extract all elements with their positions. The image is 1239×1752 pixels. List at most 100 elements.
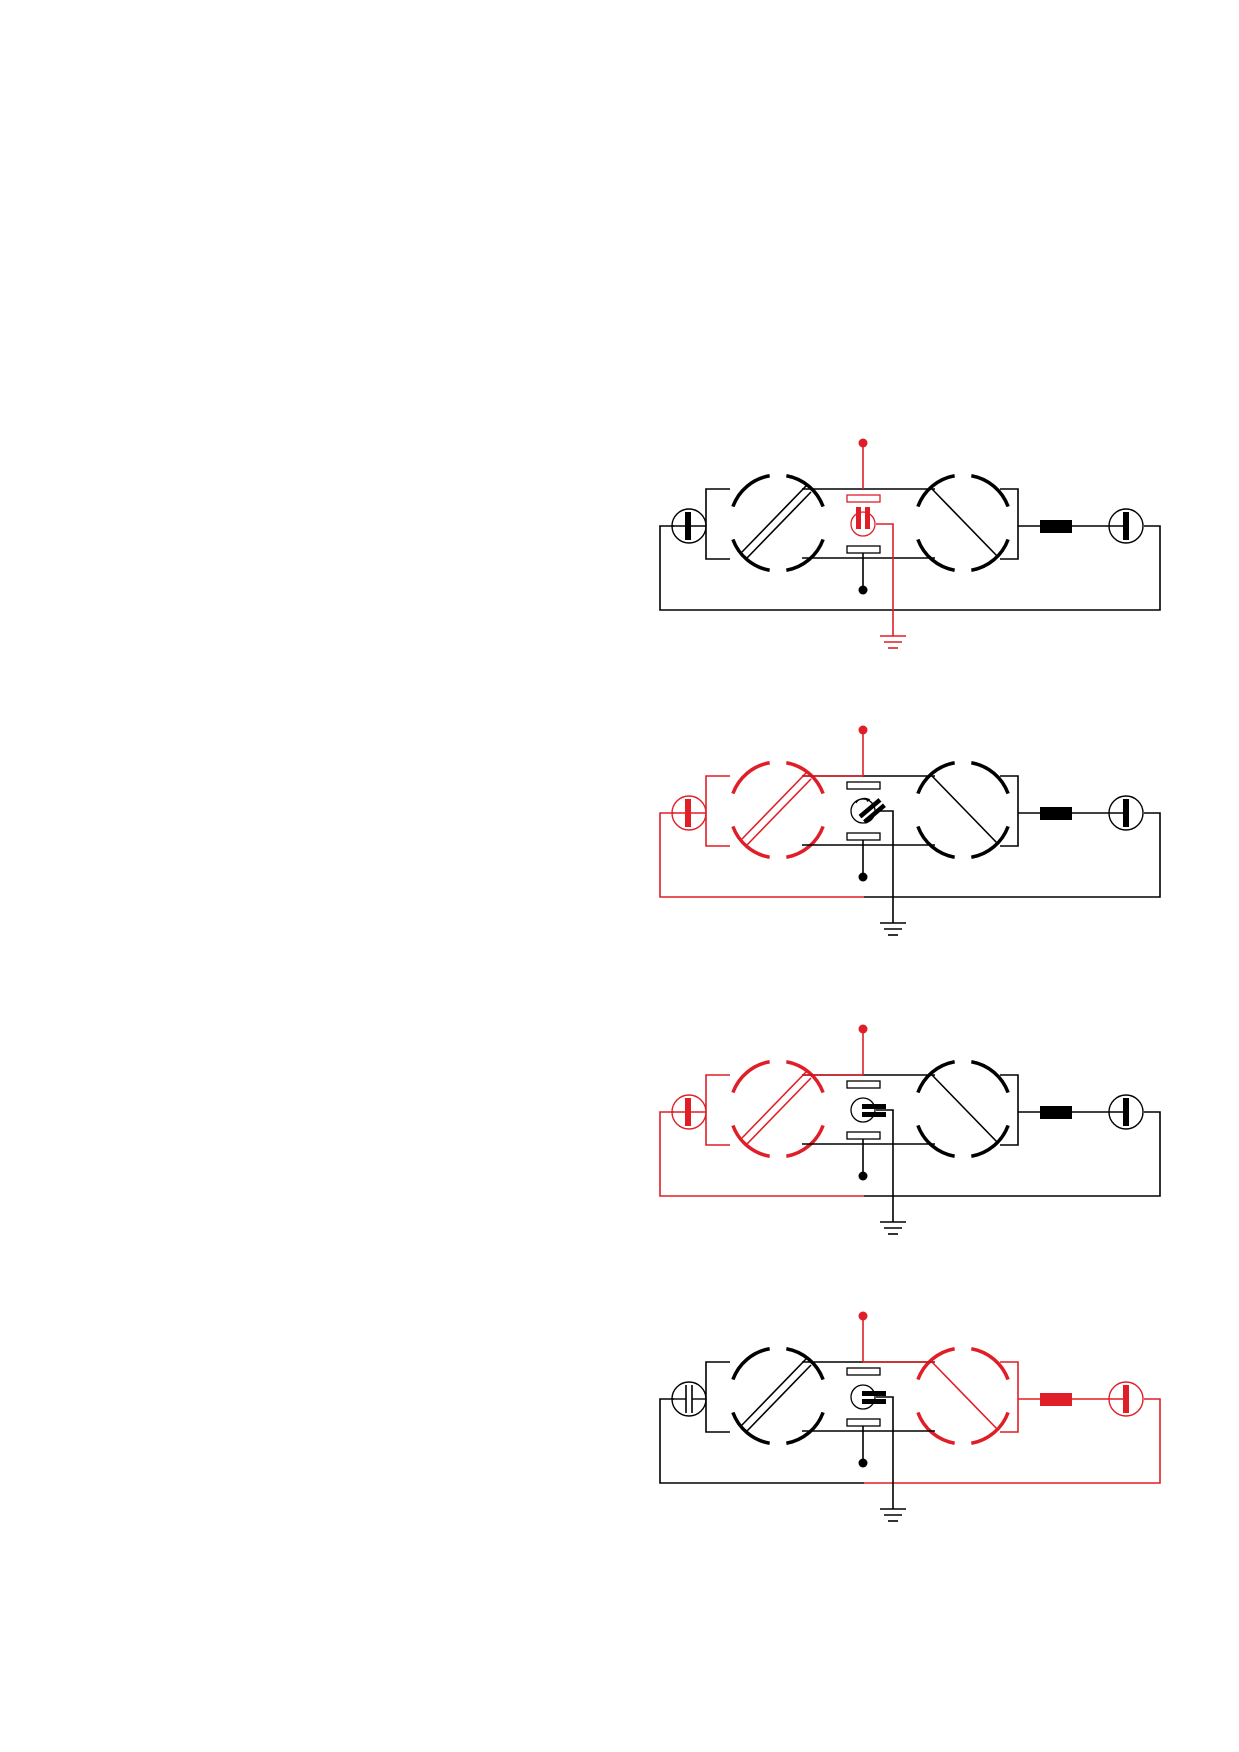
right-switch-contact-tr <box>970 1347 1010 1381</box>
right-switch-contact-tl <box>916 1060 956 1094</box>
left-loop-wire <box>659 1111 864 1197</box>
left-switch-wire-top <box>705 1074 730 1112</box>
bottom-terminal-dot <box>858 1171 868 1181</box>
top-terminal-dot <box>858 438 868 448</box>
right-loop-wire <box>864 1398 1161 1484</box>
bottom-contact-plate <box>846 1418 881 1427</box>
bottom-contact-plate <box>846 545 881 554</box>
right-cell-circle <box>1108 1094 1144 1130</box>
bottom-terminal-dot <box>858 585 868 595</box>
right-switch-wire <box>1000 775 1019 847</box>
left-switch-blade-a <box>746 491 812 559</box>
right-cell-circle <box>1108 508 1144 544</box>
rotor-ground-wire <box>876 810 894 923</box>
circuit-svg <box>659 438 1161 649</box>
right-switch-contact-bl <box>916 1124 956 1158</box>
center-rotor-bar-b <box>865 507 870 529</box>
left-switch-wire-top <box>705 488 730 526</box>
left-switch-contact-tr <box>785 1347 825 1381</box>
right-resistor <box>1040 520 1072 533</box>
left-switch-wire-top <box>705 1361 730 1399</box>
left-switch-contact-tl <box>731 1060 771 1094</box>
right-cell-bar <box>1123 1098 1129 1126</box>
circuit-panel-2 <box>630 712 1170 952</box>
right-switch-contact-bl <box>916 825 956 859</box>
circuit-svg <box>659 1311 1161 1522</box>
left-switch-contact-br <box>785 1124 825 1158</box>
left-switch-blade-b <box>741 772 807 840</box>
left-switch-contact-tr <box>785 1060 825 1094</box>
top-contact-plate <box>846 494 881 503</box>
bottom-contact-plate <box>846 832 881 841</box>
circuit-panel-4 <box>630 1298 1170 1538</box>
right-switch-wire <box>1000 1074 1019 1146</box>
circuit-panel-3 <box>630 1011 1170 1251</box>
right-switch-blade <box>931 488 999 558</box>
right-switch-contact-tl <box>916 1347 956 1381</box>
left-switch-contact-tl <box>731 1347 771 1381</box>
top-terminal-dot <box>858 725 868 735</box>
right-loop-wire <box>864 1111 1161 1197</box>
right-switch-blade <box>931 1074 999 1144</box>
center-rotor-bar-a <box>862 1104 886 1109</box>
center-rotor-circle <box>850 511 876 537</box>
right-cell-bar <box>1123 1385 1129 1413</box>
center-rotor-circle <box>850 1097 876 1123</box>
left-switch-contact-bl <box>731 1411 771 1445</box>
right-switch-blade <box>931 775 999 845</box>
left-switch-blade-b <box>741 485 807 553</box>
left-switch-contact-tl <box>731 474 771 508</box>
top-contact-plate <box>846 781 881 790</box>
left-switch-wire-top <box>705 775 730 813</box>
left-switch-blade-a <box>746 1077 812 1145</box>
center-rotor-bar-b <box>863 803 886 824</box>
right-switch-contact-bl <box>916 1411 956 1445</box>
bottom-terminal-dot <box>858 1458 868 1468</box>
right-switch-contact-br <box>970 1411 1010 1445</box>
center-rotor-bar-a <box>858 798 882 819</box>
right-switch-wire <box>1000 1361 1019 1433</box>
left-switch-contact-tr <box>785 761 825 795</box>
right-cell-circle <box>1108 1381 1144 1417</box>
left-switch-wire-bottom <box>705 526 730 560</box>
right-switch-contact-tl <box>916 761 956 795</box>
right-cell-circle <box>1108 795 1144 831</box>
center-rotor-circle <box>850 798 876 824</box>
rotor-ground-wire <box>876 1109 894 1222</box>
center-rotor-bar-b <box>862 1399 886 1404</box>
center-rotor-bar-b <box>862 1112 886 1117</box>
right-switch-wire <box>1000 488 1019 560</box>
left-loop-wire <box>659 1398 864 1484</box>
top-terminal-dot <box>858 1024 868 1034</box>
left-switch-contact-bl <box>731 825 771 859</box>
left-switch-contact-tl <box>731 761 771 795</box>
left-switch-blade-b <box>741 1071 807 1139</box>
left-switch-contact-br <box>785 538 825 572</box>
right-loop-wire <box>864 812 1161 898</box>
circuit-panel-1 <box>630 425 1170 665</box>
left-loop-wire <box>659 525 864 611</box>
right-cell-bar <box>1123 512 1129 540</box>
left-switch-contact-bl <box>731 1124 771 1158</box>
right-loop-wire <box>864 525 1161 611</box>
right-switch-contact-tr <box>970 1060 1010 1094</box>
center-rotor-circle <box>850 1384 876 1410</box>
top-contact-plate <box>846 1080 881 1089</box>
center-rotor-bar-a <box>856 507 861 529</box>
left-switch-contact-bl <box>731 538 771 572</box>
right-switch-contact-br <box>970 1124 1010 1158</box>
right-resistor <box>1040 1393 1072 1406</box>
left-switch-wire-bottom <box>705 813 730 847</box>
rotor-ground-wire <box>876 1396 894 1509</box>
right-switch-contact-br <box>970 825 1010 859</box>
circuit-svg <box>659 1024 1161 1235</box>
left-switch-wire-bottom <box>705 1112 730 1146</box>
left-switch-contact-br <box>785 825 825 859</box>
circuit-svg <box>659 725 1161 936</box>
right-cell-bar <box>1123 799 1129 827</box>
right-switch-contact-tr <box>970 761 1010 795</box>
rotation-arrow-icon <box>855 797 871 804</box>
bottom-contact-plate <box>846 1131 881 1140</box>
top-terminal-dot <box>858 1311 868 1321</box>
